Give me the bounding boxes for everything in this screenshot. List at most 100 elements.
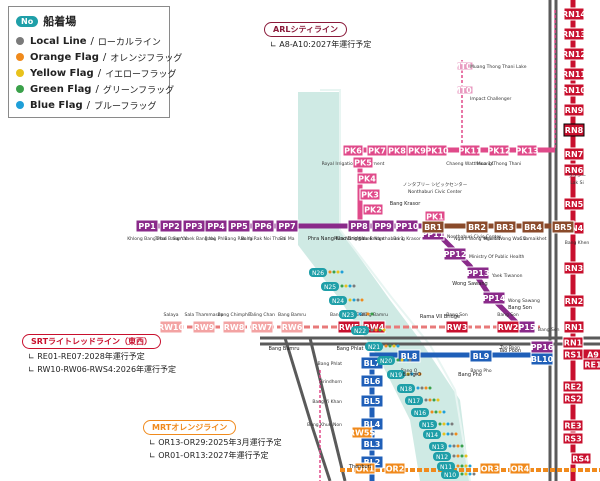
station-br1[interactable]: BR1 <box>421 220 445 234</box>
station-rn12[interactable]: RN12 <box>562 47 586 61</box>
pier-n26[interactable]: N26 <box>309 268 327 277</box>
pier-n24[interactable]: N24 <box>329 296 347 305</box>
station-br4[interactable]: BR4 <box>521 220 545 234</box>
station-pk7[interactable]: PK7 <box>366 144 388 157</box>
station-pk4[interactable]: PK4 <box>356 172 378 185</box>
station-re1[interactable]: RE1 <box>582 358 600 371</box>
station-rw6[interactable]: RW6 <box>280 320 304 334</box>
station-pp6[interactable]: PP6 <box>251 219 275 233</box>
station-pp8[interactable]: PP8 <box>347 219 371 233</box>
station-a9[interactable]: A9 <box>582 348 600 361</box>
station-rn10[interactable]: RN10 <box>562 83 586 97</box>
station-pk13[interactable]: PK13 <box>515 144 539 157</box>
station-rn3[interactable]: RN3 <box>563 261 585 275</box>
station-or1[interactable]: OR1 <box>354 462 376 475</box>
station-pk5[interactable]: PK5 <box>352 156 374 169</box>
pier-n19[interactable]: N19 <box>387 370 405 379</box>
station-pk9[interactable]: PK9 <box>406 144 428 157</box>
svg-text:RN3: RN3 <box>565 264 583 273</box>
station-pp2[interactable]: PP2 <box>159 219 183 233</box>
svg-text:RN14: RN14 <box>562 10 586 19</box>
station-pk12[interactable]: PK12 <box>487 144 511 157</box>
station-pp16[interactable]: PP16 <box>530 340 554 354</box>
station-rn7[interactable]: RN7 <box>563 147 585 161</box>
pier-n22[interactable]: N22 <box>351 326 369 335</box>
station-pp5[interactable]: PP5 <box>227 219 251 233</box>
station-bl5[interactable]: BL5 <box>360 394 384 408</box>
station-pp13[interactable]: PP13 <box>466 266 490 280</box>
pier-n10[interactable]: N10 <box>441 470 459 479</box>
station-rn1[interactable]: RN1 <box>563 320 585 334</box>
station-bl9[interactable]: BL9 <box>469 349 493 363</box>
station-pk8[interactable]: PK8 <box>386 144 408 157</box>
station-name-label: Bang Pho <box>470 368 492 374</box>
station-pk3[interactable]: PK3 <box>359 188 381 201</box>
station-rn1[interactable]: RN1 <box>562 336 584 349</box>
station-rw5s[interactable]: RW5S <box>349 426 376 439</box>
station-name-label: Yaek Tiwanon <box>491 273 523 279</box>
station-rw8[interactable]: RW8 <box>222 320 246 334</box>
station-bl10[interactable]: BL10 <box>530 352 554 366</box>
station-mt01[interactable]: MT01 <box>453 85 478 95</box>
pier-n20[interactable]: N20 <box>377 356 395 365</box>
station-rn2[interactable]: RN2 <box>563 294 585 308</box>
pier-n14[interactable]: N14 <box>423 430 441 439</box>
station-pk1[interactable]: PK1 <box>424 210 446 223</box>
pier-n25[interactable]: N25 <box>321 282 339 291</box>
station-re2[interactable]: RE2 <box>562 380 584 393</box>
station-rs1[interactable]: RS1 <box>562 348 584 361</box>
pier-n13[interactable]: N13 <box>429 442 447 451</box>
station-bl8[interactable]: BL8 <box>397 349 421 363</box>
pier-n17[interactable]: N17 <box>405 396 423 405</box>
svg-text:BR1: BR1 <box>424 223 442 232</box>
station-re3[interactable]: RE3 <box>562 419 584 432</box>
station-rw2[interactable]: RW2 <box>496 320 520 334</box>
station-rn9[interactable]: RN9 <box>563 103 585 117</box>
station-rs2[interactable]: RS2 <box>562 392 584 405</box>
legend-item: Yellow Flag/イエローフラッグ <box>16 65 176 81</box>
station-pk2[interactable]: PK2 <box>362 203 384 216</box>
station-pp9[interactable]: PP9 <box>371 219 395 233</box>
station-br5[interactable]: BR5 <box>551 220 575 234</box>
station-bl6[interactable]: BL6 <box>360 374 384 388</box>
station-rn14[interactable]: RN14 <box>562 7 586 21</box>
station-rs3[interactable]: RS3 <box>562 432 584 445</box>
station-pp1[interactable]: PP1 <box>135 219 159 233</box>
station-pp3[interactable]: PP3 <box>182 219 206 233</box>
svg-text:PP11: PP11 <box>422 230 445 239</box>
station-pp10[interactable]: PP10 <box>395 219 419 233</box>
station-or4[interactable]: OR4 <box>509 462 531 475</box>
station-or3[interactable]: OR3 <box>479 462 501 475</box>
station-pp14[interactable]: PP14 <box>482 291 506 305</box>
station-br2[interactable]: BR2 <box>465 220 489 234</box>
pier-n23[interactable]: N23 <box>339 310 357 319</box>
pier-n15[interactable]: N15 <box>419 420 437 429</box>
pier-n11[interactable]: N11 <box>437 462 455 471</box>
pier-n21[interactable]: N21 <box>365 342 383 351</box>
pier-n16[interactable]: N16 <box>411 408 429 417</box>
station-mt02[interactable]: MT02 <box>453 61 478 71</box>
station-pk6[interactable]: PK6 <box>342 144 364 157</box>
station-rn11[interactable]: RN11 <box>562 67 586 81</box>
station-rw9[interactable]: RW9 <box>192 320 216 334</box>
station-pk10[interactable]: PK10 <box>425 144 449 157</box>
station-bl3[interactable]: BL3 <box>360 437 384 451</box>
station-or2[interactable]: OR2 <box>384 462 406 475</box>
station-rw7[interactable]: RW7 <box>250 320 274 334</box>
pier-n12[interactable]: N12 <box>433 452 451 461</box>
pier-n18[interactable]: N18 <box>397 384 415 393</box>
station-br3[interactable]: BR3 <box>493 220 517 234</box>
station-pp7[interactable]: PP7 <box>275 219 299 233</box>
station-pk11[interactable]: PK11 <box>458 144 482 157</box>
station-rw10[interactable]: RW10 <box>158 320 185 334</box>
station-pp4[interactable]: PP4 <box>204 219 228 233</box>
station-rw3[interactable]: RW3 <box>445 320 469 334</box>
station-rs4[interactable]: RS4 <box>570 452 592 465</box>
station-rn5[interactable]: RN5 <box>563 197 585 211</box>
station-rn13[interactable]: RN13 <box>562 27 586 41</box>
station-rn6[interactable]: RN6 <box>563 163 585 177</box>
svg-text:N14: N14 <box>426 432 438 439</box>
station-pp12[interactable]: PP12 <box>443 247 467 261</box>
station-rn8[interactable]: RN8 <box>563 123 585 137</box>
